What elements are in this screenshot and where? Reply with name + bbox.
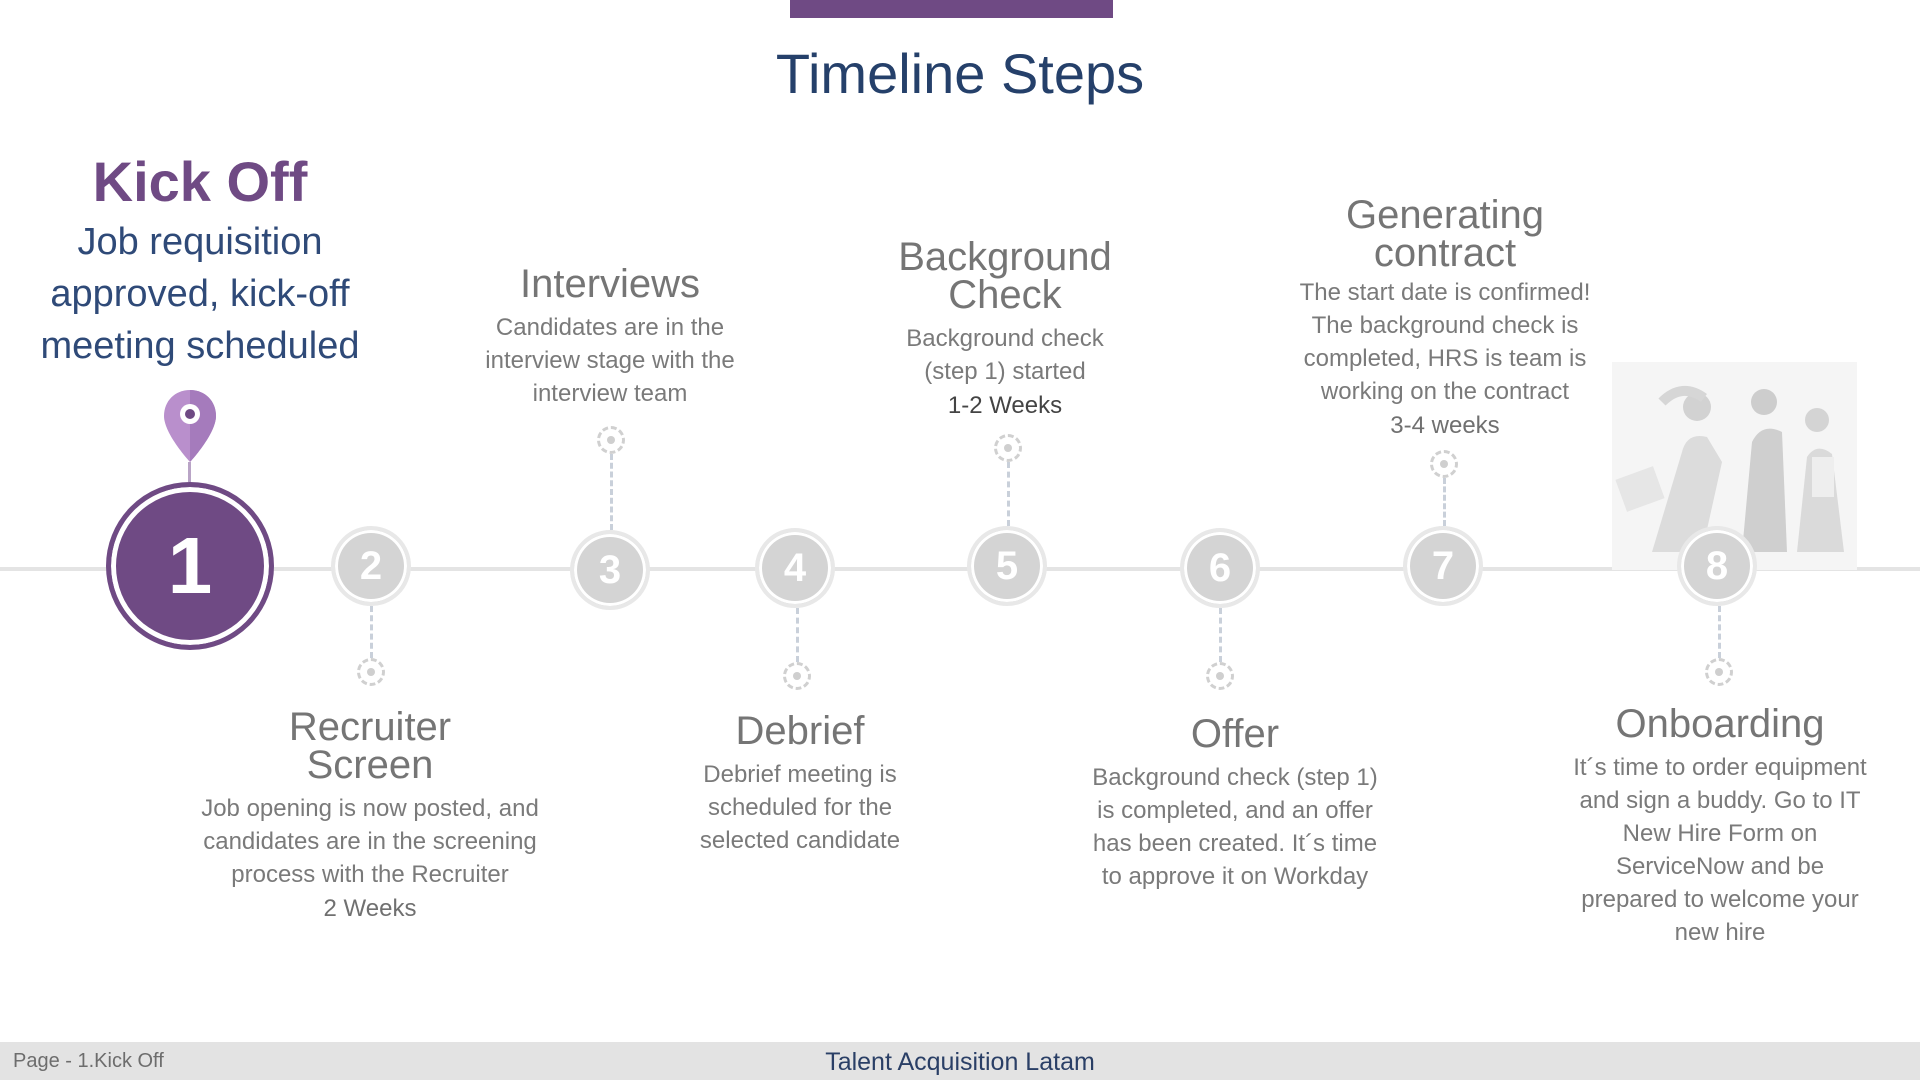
page-indicator[interactable]: Page - 1.Kick Off <box>13 1050 164 1072</box>
step-6-target-icon <box>1206 662 1234 690</box>
step-8-title: Onboarding <box>1615 702 1825 746</box>
step-7-title: Generating contract <box>1346 193 1544 275</box>
step-7-node[interactable]: 7 <box>1403 526 1483 606</box>
step-2-title: Recruiter Screen <box>288 705 452 787</box>
header-accent-bar <box>790 0 1113 18</box>
step-2-block: Recruiter Screen Job opening is now post… <box>185 705 555 927</box>
step-4-connector <box>796 608 799 662</box>
footer-bar: Page - 1.Kick Off Talent Acquisition Lat… <box>0 1042 1920 1080</box>
location-pin-icon <box>164 390 216 462</box>
timeline-line <box>0 567 1920 571</box>
step-3-description: Candidates are in the interview stage wi… <box>485 314 735 407</box>
step-1-description: Job requisition approved, kick-off meeti… <box>40 221 360 367</box>
step-8-connector <box>1718 606 1721 658</box>
step-4-block: Debrief Debrief meeting is scheduled for… <box>655 709 945 857</box>
step-4-title: Debrief <box>735 709 865 753</box>
step-8-description: It´s time to order equipment and sign a … <box>1573 754 1867 946</box>
step-5-description: Background check (step 1) started <box>906 325 1104 385</box>
step-8-target-icon <box>1705 658 1733 686</box>
step-1-title: Kick Off <box>92 150 308 213</box>
step-1-block: Kick Off Job requisition approved, kick-… <box>20 150 380 372</box>
step-7-block: Generating contract The start date is co… <box>1285 193 1605 444</box>
step-2-target-icon <box>357 658 385 686</box>
step-2-duration: 2 Weeks <box>323 895 417 922</box>
step-3-target-icon <box>597 426 625 454</box>
step-6-block: Offer Background check (step 1) is compl… <box>1075 712 1395 893</box>
step-5-title: Background Check <box>898 235 1112 317</box>
step-1-node[interactable]: 1 <box>106 482 274 650</box>
step-8-node[interactable]: 8 <box>1677 526 1757 606</box>
step-3-connector <box>610 454 613 530</box>
step-5-node[interactable]: 5 <box>967 526 1047 606</box>
footer-brand: Talent Acquisition Latam <box>825 1048 1095 1076</box>
step-1-connector <box>188 462 191 482</box>
step-4-description: Debrief meeting is scheduled for the sel… <box>699 761 901 854</box>
step-6-title: Offer <box>1190 712 1280 756</box>
step-4-target-icon <box>783 662 811 690</box>
step-5-block: Background Check Background check (step … <box>870 235 1140 424</box>
step-7-connector <box>1443 478 1446 526</box>
step-2-description: Job opening is now posted, and candidate… <box>201 795 539 888</box>
step-3-block: Interviews Candidates are in the intervi… <box>455 262 765 410</box>
step-6-node[interactable]: 6 <box>1180 528 1260 608</box>
step-8-block: Onboarding It´s time to order equipment … <box>1565 702 1875 949</box>
step-7-target-icon <box>1430 450 1458 478</box>
step-7-duration: 3-4 weeks <box>1390 412 1500 439</box>
step-5-duration: 1-2 Weeks <box>947 392 1063 419</box>
step-2-node[interactable]: 2 <box>331 526 411 606</box>
step-6-description: Background check (step 1) is completed, … <box>1092 764 1378 890</box>
step-2-connector <box>370 606 373 658</box>
step-5-target-icon <box>994 434 1022 462</box>
page-title: Timeline Steps <box>775 42 1145 105</box>
step-7-description: The start date is confirmed! The backgro… <box>1299 279 1591 405</box>
step-6-connector <box>1219 608 1222 662</box>
step-3-node[interactable]: 3 <box>570 530 650 610</box>
step-4-node[interactable]: 4 <box>755 528 835 608</box>
step-3-title: Interviews <box>519 262 701 306</box>
step-5-connector <box>1007 462 1010 526</box>
